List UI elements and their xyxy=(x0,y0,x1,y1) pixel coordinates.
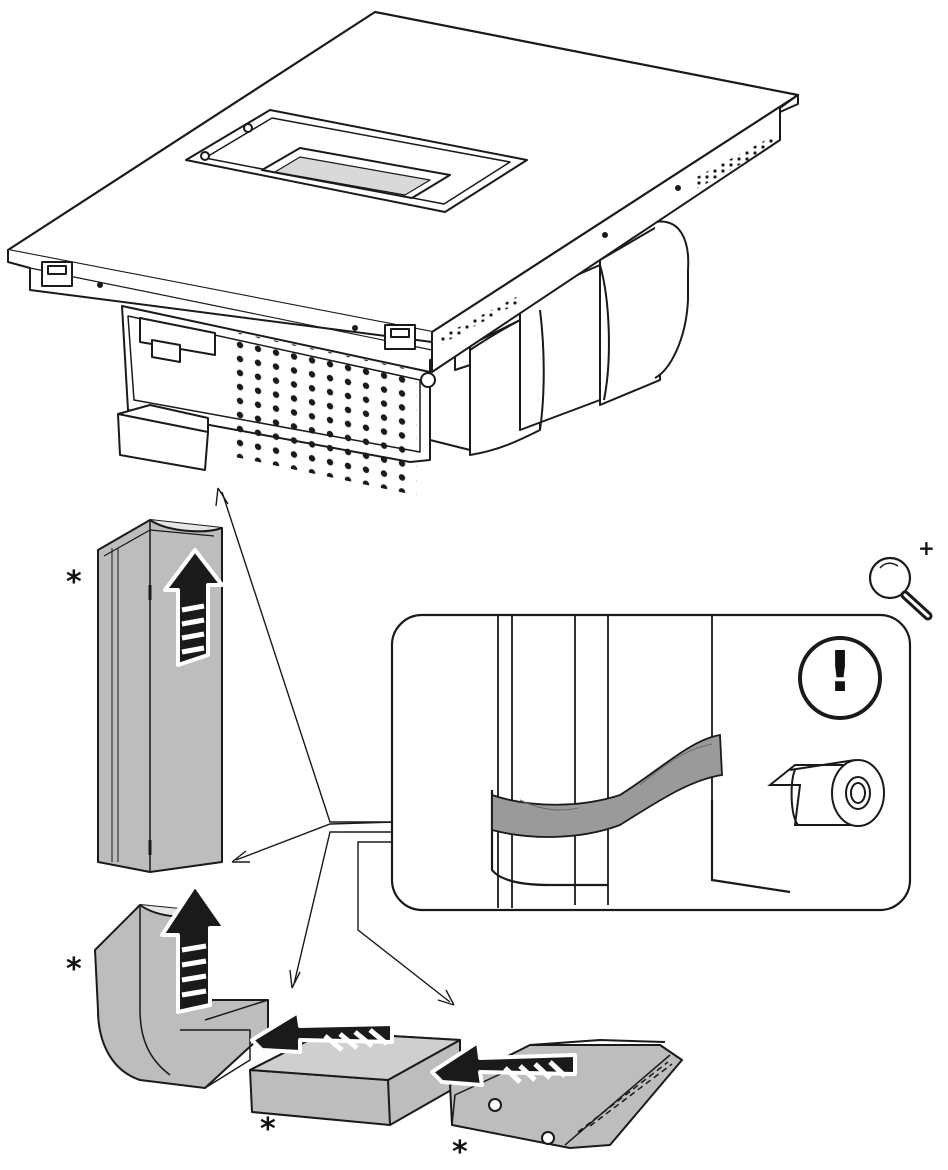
up-arrow-icon xyxy=(163,548,224,667)
optional-part-marker: * xyxy=(66,952,82,987)
vertical-duct xyxy=(97,519,224,873)
optional-part-marker: * xyxy=(452,1135,468,1170)
warning-exclamation: ! xyxy=(827,640,853,705)
leader-lines xyxy=(215,487,455,1006)
right-arrow-icon xyxy=(250,1010,394,1054)
warning-icon xyxy=(798,636,882,720)
zoom-plus-sign: + xyxy=(918,536,935,560)
magnifier-icon xyxy=(868,556,933,621)
cooktop-unit xyxy=(6,10,800,496)
detail-panel xyxy=(390,613,912,912)
tape-roll-icon xyxy=(767,759,885,827)
flat-duct xyxy=(249,1010,461,1126)
fan-unit xyxy=(430,1039,683,1149)
optional-part-marker: * xyxy=(260,1112,276,1147)
optional-part-marker: * xyxy=(66,565,82,600)
right-arrow-icon xyxy=(430,1040,577,1087)
elbow-duct xyxy=(94,883,269,1089)
up-arrow-icon xyxy=(160,883,227,1014)
